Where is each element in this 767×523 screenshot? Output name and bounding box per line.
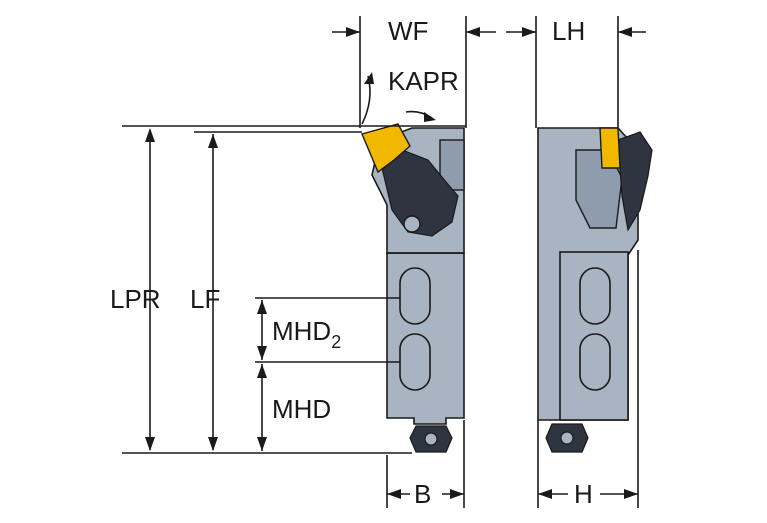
side-bottom-screw-head bbox=[560, 431, 574, 445]
b-dimension bbox=[386, 420, 465, 508]
label-wf: WF bbox=[388, 16, 428, 46]
front-hole-top bbox=[399, 267, 431, 325]
label-h: H bbox=[574, 479, 593, 509]
side-insert bbox=[599, 127, 621, 169]
front-clamp bbox=[381, 149, 459, 237]
mhd2-dimension bbox=[257, 300, 267, 360]
label-mhd2-main: MHD bbox=[272, 316, 331, 346]
side-hole-top bbox=[579, 267, 611, 325]
front-bottom-screw-head bbox=[424, 432, 438, 446]
side-clamp bbox=[617, 131, 653, 232]
label-mhd2: MHD2 bbox=[272, 316, 341, 352]
label-mhd2-sub: 2 bbox=[331, 332, 341, 352]
mhd-dimension bbox=[257, 364, 267, 451]
front-hole-bottom bbox=[399, 333, 431, 391]
side-hole-bottom bbox=[579, 333, 611, 391]
label-lf: LF bbox=[190, 284, 220, 314]
label-b: B bbox=[414, 479, 431, 509]
kapr-indicator bbox=[361, 72, 436, 125]
side-view bbox=[537, 127, 653, 453]
lh-dimension bbox=[506, 16, 646, 128]
lf-dimension bbox=[208, 134, 218, 451]
lpr-dimension bbox=[145, 128, 155, 451]
label-kapr: KAPR bbox=[388, 66, 459, 96]
label-lh: LH bbox=[552, 16, 585, 46]
front-view bbox=[361, 123, 465, 453]
label-mhd: MHD bbox=[272, 394, 331, 424]
label-lpr: LPR bbox=[110, 284, 161, 314]
wf-dimension bbox=[332, 16, 496, 128]
h-dimension bbox=[537, 250, 639, 508]
front-clamp-screw bbox=[403, 215, 421, 233]
